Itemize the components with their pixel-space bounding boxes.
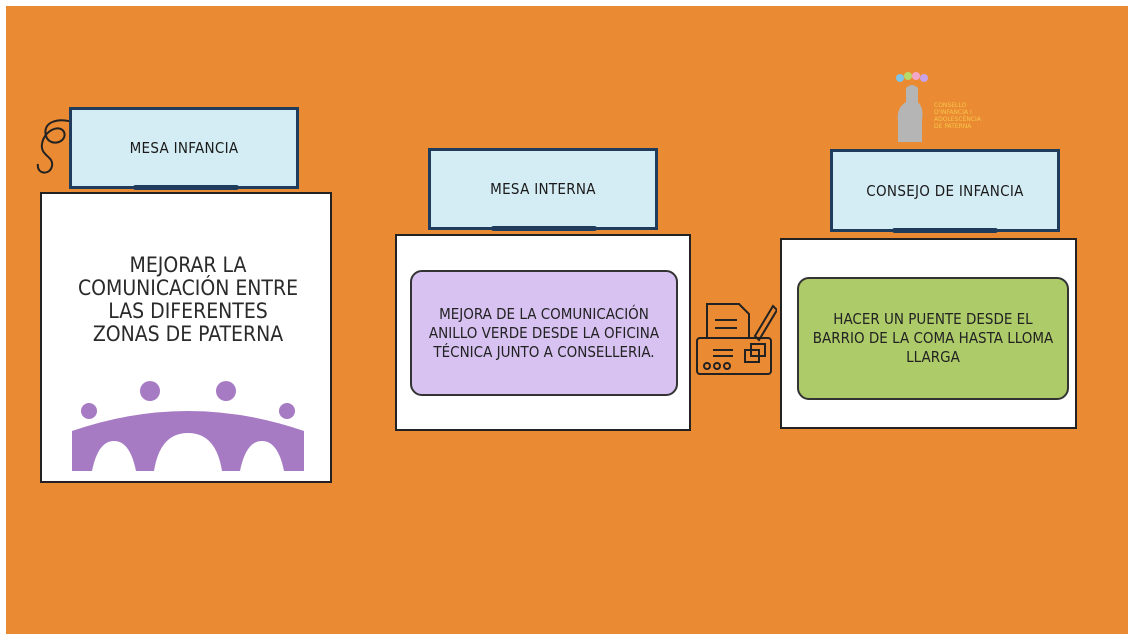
logo-line: CONSELLO bbox=[934, 102, 967, 109]
logo-line: DE PATERNA bbox=[934, 123, 972, 130]
monitor-stand bbox=[133, 185, 239, 190]
card-body-text: MEJORA DE LA COMUNICACIÓN ANILLO VERDE D… bbox=[428, 304, 660, 361]
monitor-mesa-infancia: MESA INFANCIA bbox=[69, 107, 299, 189]
logo-text: CONSELLO D'INFANCIA I ADOLESCÈNCIA DE PA… bbox=[934, 102, 1024, 130]
monitor-consejo-infancia: CONSEJO DE INFANCIA bbox=[830, 149, 1060, 232]
card-mesa-interna: MEJORA DE LA COMUNICACIÓN ANILLO VERDE D… bbox=[395, 234, 691, 431]
card-mesa-infancia: MEJORAR LA COMUNICACIÓN ENTRE LAS DIFERE… bbox=[40, 192, 332, 483]
panel-title: MESA INFANCIA bbox=[129, 139, 239, 157]
monitor-mesa-interna: MESA INTERNA bbox=[428, 148, 658, 230]
highlight-box: HACER UN PUENTE DESDE EL BARRIO DE LA CO… bbox=[797, 277, 1069, 400]
logo-figure-icon bbox=[896, 72, 928, 142]
fax-document-icon bbox=[696, 303, 777, 375]
card-body-text: MEJORAR LA COMUNICACIÓN ENTRE LAS DIFERE… bbox=[77, 253, 299, 346]
monitor-stand bbox=[892, 228, 998, 233]
card-consejo-infancia: HACER UN PUENTE DESDE EL BARRIO DE LA CO… bbox=[780, 238, 1077, 429]
logo-line: ADOLESCÈNCIA bbox=[934, 116, 981, 123]
panel-title: CONSEJO DE INFANCIA bbox=[866, 181, 1024, 200]
swirl-icon bbox=[36, 119, 79, 174]
highlight-box: MEJORA DE LA COMUNICACIÓN ANILLO VERDE D… bbox=[410, 270, 678, 396]
bridge-people-icon bbox=[72, 381, 304, 471]
monitor-stand bbox=[491, 226, 597, 231]
panel-title: MESA INTERNA bbox=[490, 180, 596, 198]
slide-canvas: MESA INFANCIA MEJORAR LA COMUNICACIÓN EN… bbox=[6, 6, 1128, 634]
card-body-text: HACER UN PUENTE DESDE EL BARRIO DE LA CO… bbox=[812, 310, 1054, 366]
logo-line: D'INFANCIA I bbox=[934, 109, 972, 116]
